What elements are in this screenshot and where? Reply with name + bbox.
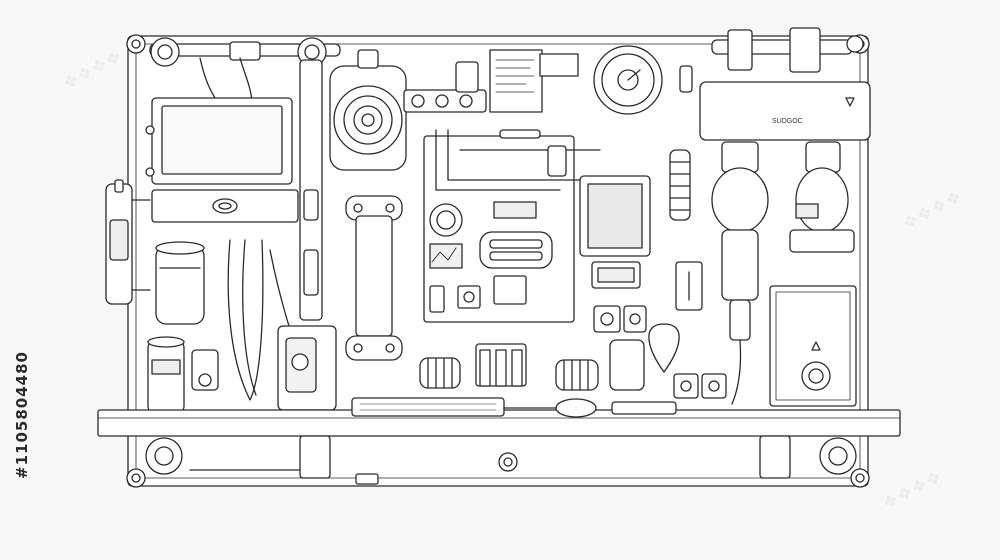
cable — [242, 239, 257, 396]
clamp-bracket — [345, 195, 403, 361]
handheld-scanner — [105, 179, 151, 305]
top-right-pipe-assembly — [711, 27, 864, 73]
capacitor-row — [419, 339, 645, 391]
pump-right — [789, 141, 855, 253]
monitor — [145, 97, 293, 185]
tube-array — [447, 129, 581, 181]
pump-left — [711, 141, 769, 405]
canister — [155, 241, 205, 325]
top-left-pipe-assembly — [149, 37, 341, 101]
control-strip — [151, 189, 299, 223]
tube-array — [435, 129, 561, 191]
spring-coil — [669, 149, 691, 221]
tablet — [611, 401, 677, 415]
back-board-inner — [135, 43, 861, 479]
keyboard — [351, 397, 505, 417]
under-shelf-assembly — [145, 435, 857, 485]
bottle — [147, 336, 185, 415]
speaker-grille — [579, 175, 651, 257]
switch-block — [403, 61, 487, 113]
small-valve — [191, 349, 219, 391]
gauge-dial — [593, 45, 663, 115]
device-box — [277, 325, 337, 411]
right-cabinet — [769, 285, 857, 407]
spec-sheet — [489, 49, 579, 113]
cable — [227, 239, 264, 401]
tear-drop-part — [648, 323, 680, 373]
labeled-unit — [699, 81, 871, 141]
main-control-board — [423, 135, 575, 323]
camera-lens — [329, 49, 407, 171]
mouse — [555, 398, 597, 418]
unit-label: SUDGOC — [772, 118, 803, 125]
shelf — [97, 409, 901, 437]
